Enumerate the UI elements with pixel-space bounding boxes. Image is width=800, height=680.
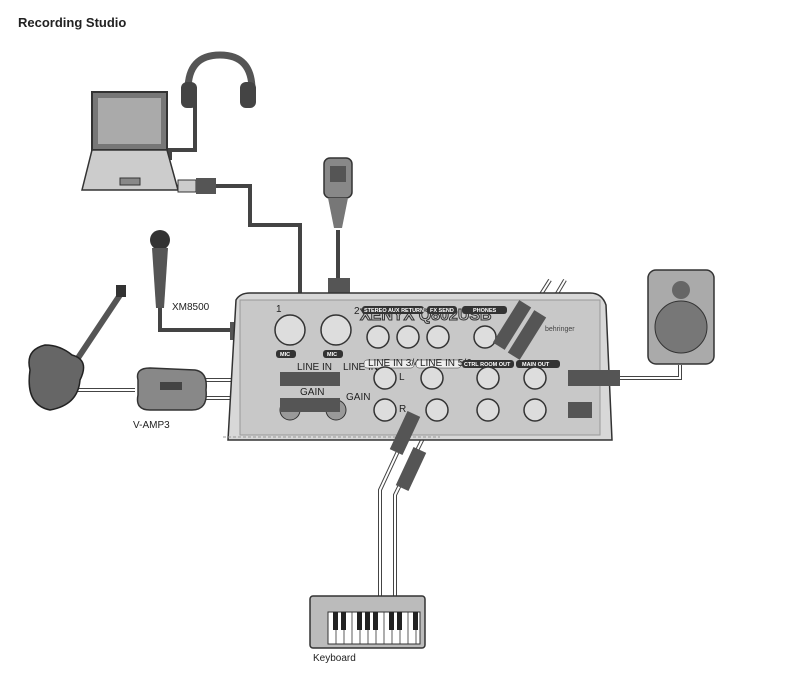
main-out-label: MAIN OUT xyxy=(522,362,550,368)
headphones-icon xyxy=(181,51,256,108)
xlr-input-1 xyxy=(274,314,306,346)
keyboard-label: Keyboard xyxy=(313,653,356,664)
fx-send-label: FX SEND xyxy=(430,308,454,314)
microphone-label: XM8500 xyxy=(172,302,210,313)
mic-label-2: MIC xyxy=(327,352,337,358)
l-label: L xyxy=(399,372,405,383)
electric-guitar-icon xyxy=(28,285,126,411)
phones-label: PHONES xyxy=(473,308,497,314)
channel-2-label: 2 xyxy=(354,306,360,317)
ctrl-room-out-label: CTRL ROOM OUT xyxy=(464,362,511,368)
midi-keyboard-icon xyxy=(309,595,426,649)
line-in-label-2: LINE IN xyxy=(343,362,378,373)
usb-plug-icon xyxy=(177,178,216,194)
line-in-34-label: LINE IN 3/4 xyxy=(368,358,420,369)
gain-label-2: GAIN xyxy=(346,392,370,403)
mixer-brand: behringer xyxy=(545,326,575,333)
line-in-56-label: LINE IN 5/6 xyxy=(420,358,472,369)
xlr-input-2 xyxy=(320,314,352,346)
diagram-title: Recording Studio xyxy=(18,15,126,30)
v-amp3-label: V-AMP3 xyxy=(133,420,170,431)
laptop-icon xyxy=(81,91,179,191)
mixer-q802usb: XENYX Q802USB behringer 1 2 MIC MIC LINE… xyxy=(223,292,620,491)
channel-1-label: 1 xyxy=(276,304,282,315)
v-amp3-icon xyxy=(136,367,208,411)
mic-label-1: MIC xyxy=(280,352,290,358)
line-in-label-1: LINE IN xyxy=(297,362,332,373)
r-label: R xyxy=(399,404,406,415)
pa-speaker-icon xyxy=(647,269,715,365)
stereo-aux-return-label: STEREO AUX RETURN xyxy=(364,308,424,314)
gain-label-1: GAIN xyxy=(300,387,324,398)
